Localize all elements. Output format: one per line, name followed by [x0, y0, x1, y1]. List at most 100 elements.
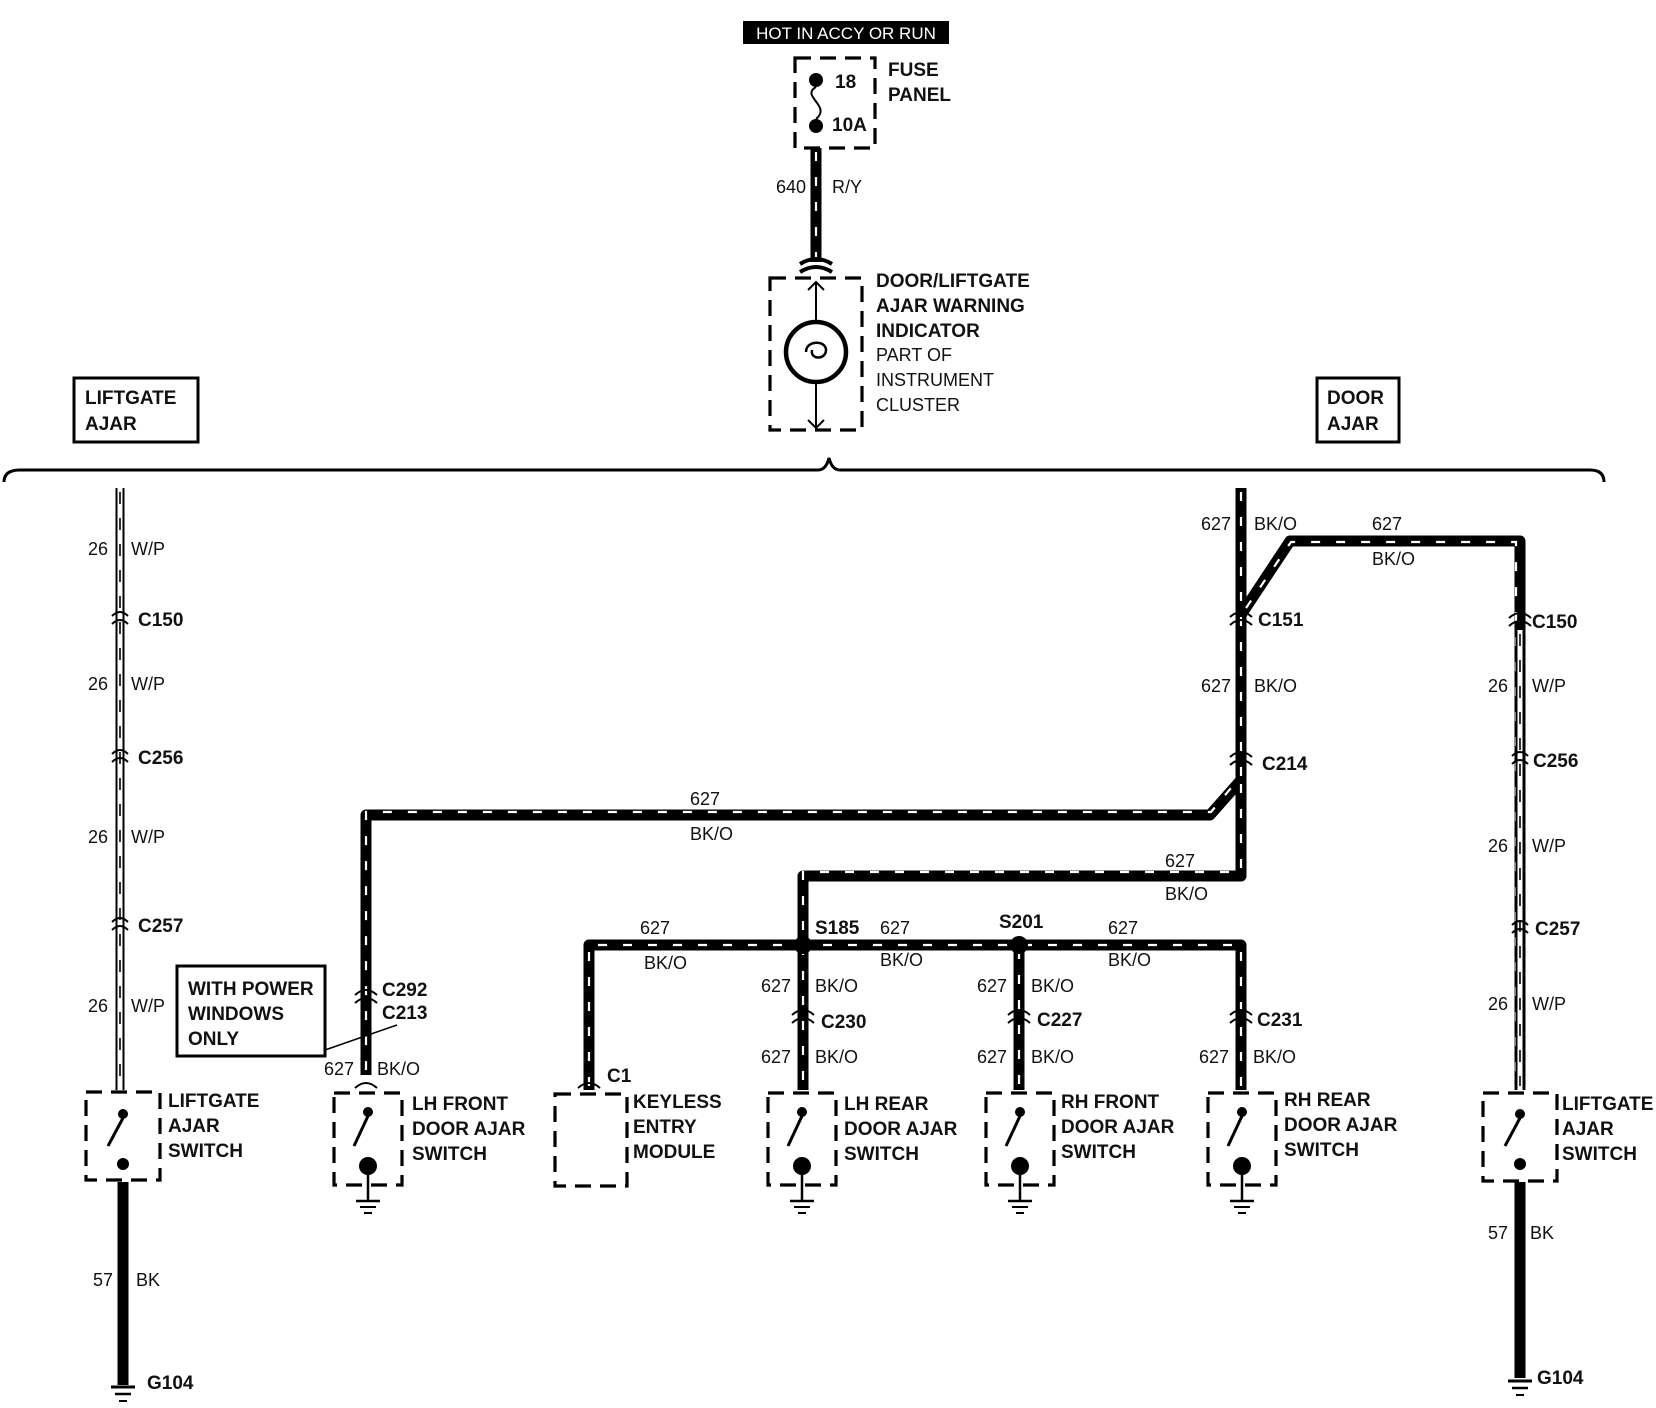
right-ground-circuit: 57: [1488, 1223, 1508, 1243]
left-switch-line-3: SWITCH: [168, 1141, 243, 1162]
s185-label: S185: [815, 918, 860, 939]
lhr-lower-circuit: 627: [761, 1047, 791, 1067]
splice-s185: [794, 936, 812, 954]
door-wire-circuit-2: 627: [1372, 514, 1402, 534]
indicator-line-5: INSTRUMENT: [876, 370, 994, 390]
right-wire-circuit-2: 26: [1488, 836, 1508, 856]
c257-left: C257: [138, 916, 183, 937]
door-wire-circuit-1: 627: [1201, 514, 1231, 534]
c230-label: C230: [821, 1012, 866, 1033]
left-switch-line-1: LIFTGATE: [168, 1091, 259, 1112]
right-wire-color-3: W/P: [1532, 994, 1566, 1014]
rhr-circuit: 627: [1199, 1047, 1229, 1067]
section-brace: [2, 457, 1606, 483]
right-liftgate-switch: [1481, 1091, 1559, 1183]
door-wire-color-6: BK/O: [644, 953, 687, 973]
fuse-rating: 10A: [832, 115, 867, 136]
rh-rear-line-3: SWITCH: [1284, 1140, 1359, 1161]
rh-front-line-2: DOOR AJAR: [1061, 1117, 1175, 1138]
note-line-1: WITH POWER: [188, 979, 314, 1000]
door-ajar-section-line-1: DOOR: [1327, 388, 1384, 409]
c151-label: C151: [1258, 610, 1304, 631]
door-wire-color-5: BK/O: [1165, 884, 1208, 904]
indicator-line-3: INDICATOR: [876, 321, 980, 342]
indicator-line-6: CLUSTER: [876, 395, 960, 415]
rh-front-switch: [984, 1091, 1056, 1214]
left-wire-color-2: W/P: [131, 674, 165, 694]
indicator-line-2: AJAR WARNING: [876, 296, 1025, 317]
feed-wire-color: R/Y: [832, 177, 862, 197]
c150-right: C150: [1532, 612, 1577, 633]
lhr-upper-circuit: 627: [761, 976, 791, 996]
right-wire-circuit-3: 26: [1488, 994, 1508, 1014]
feed-wire-circuit: 640: [776, 177, 806, 197]
right-ground-color: BK: [1530, 1223, 1554, 1243]
fuse-panel: 18 10A: [793, 56, 877, 150]
left-wire-circuit-1: 26: [88, 539, 108, 559]
note-line-3: ONLY: [188, 1029, 239, 1050]
rh-front-line-1: RH FRONT: [1061, 1092, 1160, 1113]
door-wire-color-3: BK/O: [1254, 676, 1297, 696]
left-wire-circuit-4: 26: [88, 996, 108, 1016]
lh-rear-line-2: DOOR AJAR: [844, 1119, 958, 1140]
door-ajar-wiring: [360, 488, 1526, 1090]
lh-rear-line-1: LH REAR: [844, 1094, 929, 1115]
rhf-lower-color: BK/O: [1031, 1047, 1074, 1067]
rhr-color: BK/O: [1253, 1047, 1296, 1067]
lh-rear-line-3: SWITCH: [844, 1144, 919, 1165]
left-wire-circuit-3: 26: [88, 827, 108, 847]
left-ground-symbol: [111, 1385, 135, 1402]
c1-label: C1: [607, 1066, 632, 1087]
fuse-panel-label-2: PANEL: [888, 85, 951, 106]
c214-label: C214: [1262, 754, 1308, 775]
lhr-lower-color: BK/O: [815, 1047, 858, 1067]
door-wire-circuit-8: 627: [1108, 918, 1138, 938]
rh-rear-line-1: RH REAR: [1284, 1090, 1371, 1111]
door-ajar-section: DOOR AJAR: [1315, 376, 1401, 444]
right-ground-symbol: [1508, 1379, 1532, 1396]
c213-label: C213: [382, 1003, 427, 1024]
liftgate-ajar-section-line-2: AJAR: [85, 414, 137, 435]
door-wire-color-4: BK/O: [690, 824, 733, 844]
door-wire-circuit-3: 627: [1201, 676, 1231, 696]
c256-right: C256: [1533, 751, 1578, 772]
s201-label: S201: [999, 912, 1044, 933]
left-wire-color-1: W/P: [131, 539, 165, 559]
keyless-line-3: MODULE: [633, 1142, 715, 1163]
left-wire-color-4: W/P: [131, 996, 165, 1016]
door-ajar-section-line-2: AJAR: [1327, 414, 1379, 435]
power-label-background: [743, 21, 949, 44]
right-wire-color-1: W/P: [1532, 676, 1566, 696]
lh-front-line-1: LH FRONT: [412, 1094, 508, 1115]
rh-front-line-3: SWITCH: [1061, 1142, 1136, 1163]
rhf-lower-circuit: 627: [977, 1047, 1007, 1067]
c231-label: C231: [1257, 1010, 1303, 1031]
fuse-number: 18: [835, 72, 856, 93]
c257-right: C257: [1535, 919, 1580, 940]
splice-s201: [1010, 936, 1028, 954]
left-liftgate-switch: [84, 1090, 162, 1182]
right-switch-line-1: LIFTGATE: [1562, 1094, 1653, 1115]
keyless-entry-module: [553, 1092, 629, 1188]
keyless-line-1: KEYLESS: [633, 1092, 722, 1113]
right-wire-color-2: W/P: [1532, 836, 1566, 856]
c227-label: C227: [1037, 1010, 1082, 1031]
g104-left: G104: [147, 1373, 194, 1394]
door-wire-circuit-7: 627: [880, 918, 910, 938]
rhf-upper-color: BK/O: [1031, 976, 1074, 996]
left-connector-marks: [111, 611, 129, 931]
power-label: HOT IN ACCY OR RUN: [756, 24, 936, 43]
indicator-connector: [798, 257, 834, 274]
right-switch-line-2: AJAR: [1562, 1119, 1614, 1140]
left-wire-circuit-2: 26: [88, 674, 108, 694]
lh-rear-switch: [766, 1091, 838, 1214]
lhr-upper-color: BK/O: [815, 976, 858, 996]
c150-left: C150: [138, 610, 183, 631]
indicator-lamp: [768, 276, 864, 432]
liftgate-ajar-section: LIFTGATE AJAR: [72, 376, 200, 444]
lh-front-switch: [332, 1091, 404, 1214]
left-ground-circuit: 57: [93, 1270, 113, 1290]
power-windows-note: WITH POWER WINDOWS ONLY: [175, 964, 398, 1058]
left-wire-color-3: W/P: [131, 827, 165, 847]
